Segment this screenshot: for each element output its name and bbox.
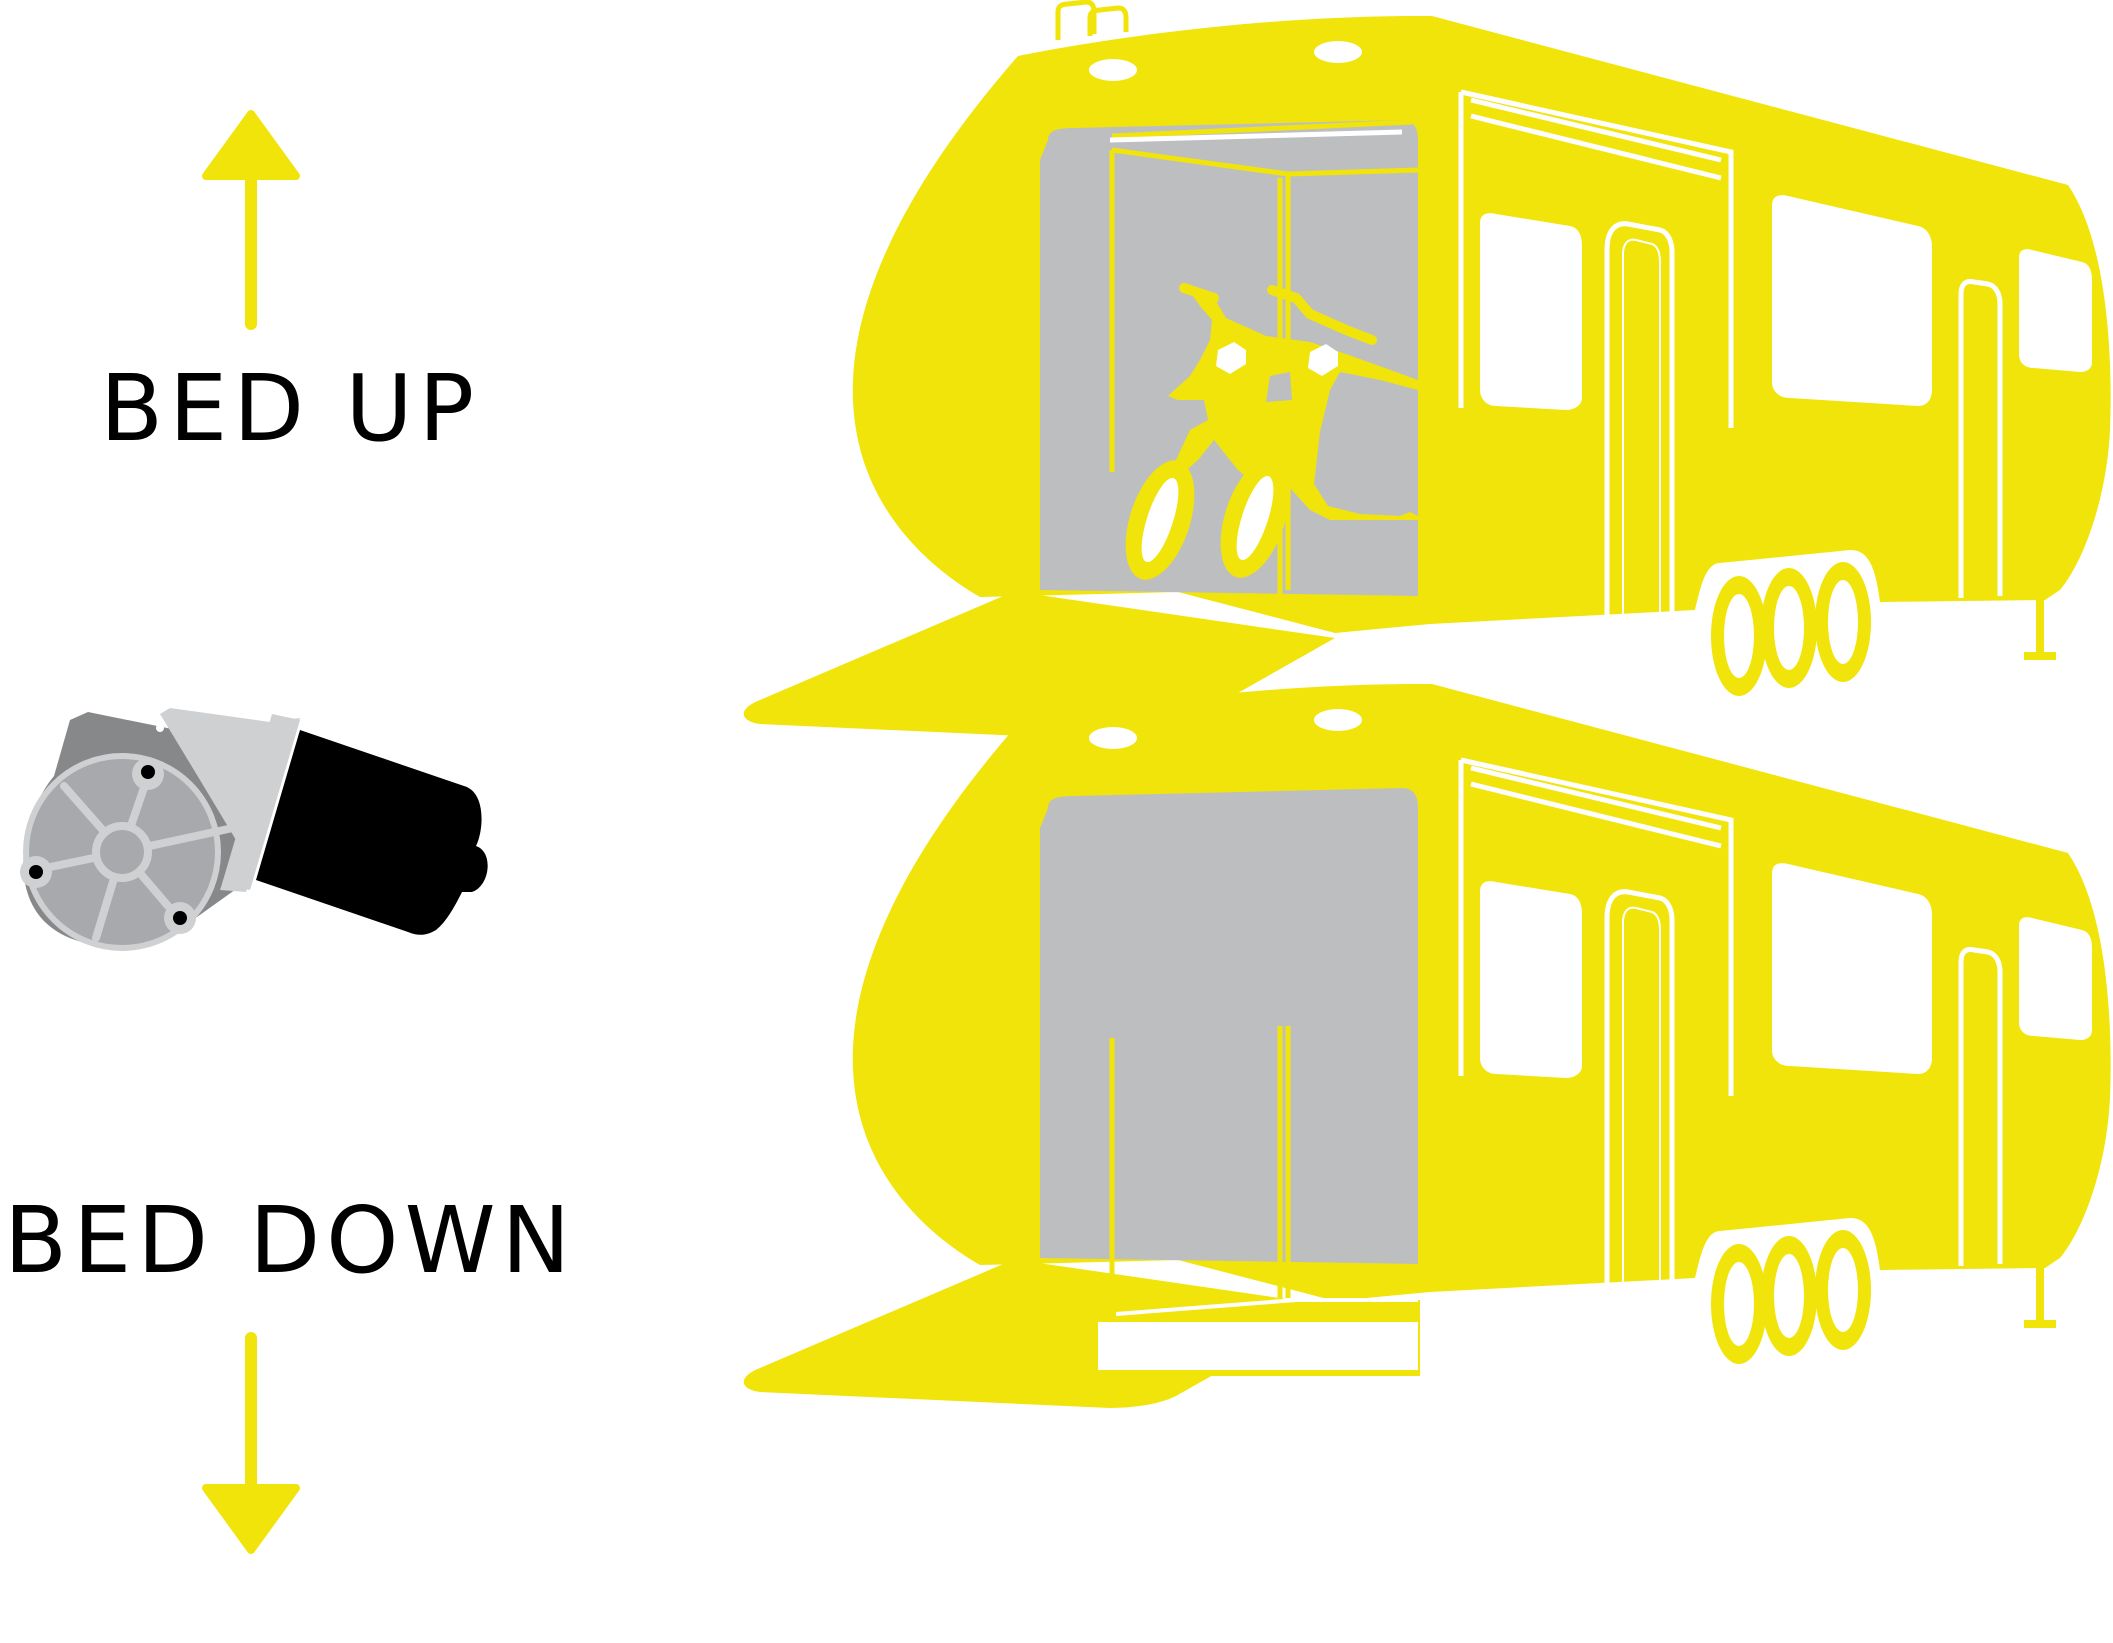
arrow-down-icon xyxy=(202,1332,300,1554)
bed-up-label: BED UP xyxy=(100,355,480,462)
bed-down-label: BED DOWN xyxy=(4,1187,576,1294)
arrow-up-icon xyxy=(202,110,300,330)
motorcycle-icon xyxy=(1125,283,1418,580)
gear-motor-icon xyxy=(20,708,488,951)
trailer-bed-up xyxy=(744,2,2111,740)
trailer-bed-down xyxy=(744,670,2111,1408)
